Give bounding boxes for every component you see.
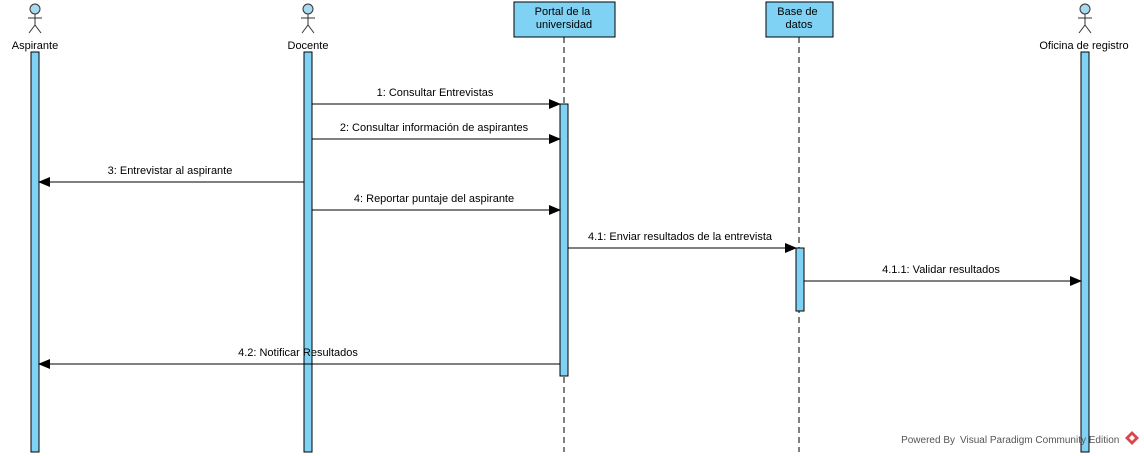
message-label: 4: Reportar puntaje del aspirante	[354, 193, 514, 205]
object-label: Portal de la universidad	[535, 6, 594, 31]
actor-label: Aspirante	[12, 40, 58, 52]
actor-oficina[interactable]: Oficina de registro	[1039, 3, 1129, 52]
object-label-line-2: universidad	[536, 19, 592, 31]
object-label-line-1: Portal de la	[535, 6, 592, 18]
watermark-prefix: Powered By	[901, 435, 955, 446]
message-4-2[interactable]: 4.2: Notificar Resultados	[38, 347, 560, 369]
object-portal[interactable]: Portal de la universidad	[513, 1, 616, 38]
object-label-line-2: datos	[786, 19, 813, 31]
message-label: 4.2: Notificar Resultados	[238, 347, 358, 359]
object-label-line-1: Base de	[777, 6, 817, 18]
object-label: Base de datos	[777, 6, 820, 31]
actor-icon	[28, 3, 42, 34]
message-4[interactable]: 4: Reportar puntaje del aspirante	[312, 193, 561, 215]
actor-aspirante[interactable]: Aspirante	[12, 3, 58, 52]
message-label: 4.1: Enviar resultados de la entrevista	[588, 231, 773, 243]
object-box	[513, 1, 616, 38]
activation-oficina	[1080, 51, 1090, 453]
message-4-1-1[interactable]: 4.1.1: Validar resultados	[804, 264, 1082, 286]
message-label: 1: Consultar Entrevistas	[377, 87, 494, 99]
visual-paradigm-logo-icon	[1125, 431, 1139, 445]
object-bd[interactable]: Base de datos	[765, 1, 834, 38]
message-label: 4.1.1: Validar resultados	[882, 264, 1000, 276]
activation-docente	[303, 51, 313, 453]
message-label: 3: Entrevistar al aspirante	[108, 165, 233, 177]
message-label: 2: Consultar información de aspirantes	[340, 122, 529, 134]
activation-bd	[795, 247, 805, 312]
watermark-text: Visual Paradigm Community Edition	[960, 435, 1119, 446]
message-1[interactable]: 1: Consultar Entrevistas	[312, 87, 561, 109]
watermark: Powered By Visual Paradigm Community Edi…	[901, 431, 1139, 446]
actor-label: Docente	[288, 40, 329, 52]
actor-label: Oficina de registro	[1039, 40, 1128, 52]
activation-portal	[559, 103, 569, 377]
message-3[interactable]: 3: Entrevistar al aspirante	[38, 165, 304, 187]
actor-icon	[301, 3, 315, 34]
object-box	[765, 1, 834, 38]
message-2[interactable]: 2: Consultar información de aspirantes	[312, 122, 561, 144]
actor-docente[interactable]: Docente	[288, 3, 329, 52]
activation-aspirante	[30, 51, 40, 453]
message-4-1[interactable]: 4.1: Enviar resultados de la entrevista	[568, 231, 797, 253]
actor-icon	[1078, 3, 1092, 34]
